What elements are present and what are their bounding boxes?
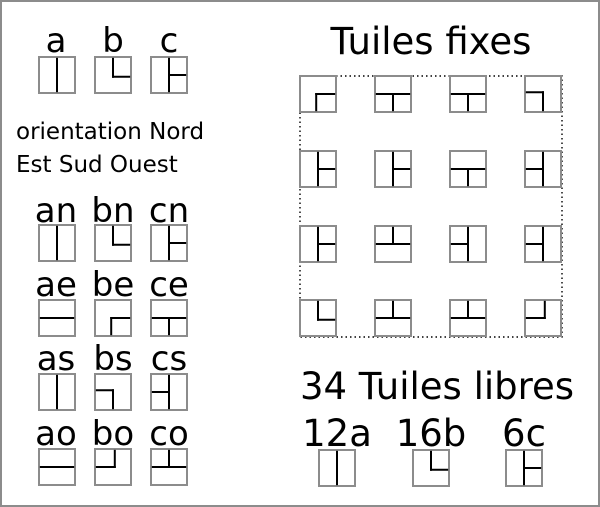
tile-path [450,168,486,187]
fixed-tile-r4-c1 [299,299,337,337]
label-co: co [149,414,189,454]
label-ae: ae [35,265,77,305]
tile-path [450,226,469,262]
tile-path [151,449,187,468]
fixed-tile-r3-c3 [449,225,487,263]
label-as: as [37,339,76,379]
fixed-tile-r1-c3 [449,75,487,113]
tile-frame [94,56,132,94]
tile-bo [94,448,132,486]
tile-path [525,300,546,319]
tile-path [110,317,131,336]
tile-path [168,57,187,93]
tile-path [450,300,486,319]
tile-path [317,151,336,187]
tile-co [150,448,188,486]
header-letter-b: b [102,21,124,61]
fixed-tile-r3-c4 [524,225,562,263]
tile-be [94,299,132,337]
tile-path [375,226,411,245]
label-ao: ao [35,414,77,454]
tile-layer [38,56,562,487]
tile-cn [150,224,188,262]
fixed-tile-r1-c4 [524,75,562,113]
label-be: be [92,265,135,305]
free-tile-b [412,449,450,487]
fixed-tile-r4-c3 [449,299,487,337]
free-tile-c [505,449,543,487]
fixed-tile-r4-c2 [374,299,412,337]
tile-path [317,300,336,321]
tile-path [315,93,336,112]
fixed-tile-r4-c4 [524,299,562,337]
fixed-tile-r2-c2 [374,150,412,188]
tile-cs [150,373,188,411]
fixed-tile-r3-c2 [374,225,412,263]
label-bo: bo [92,414,134,454]
header-letter-c: c [160,21,179,61]
tile-path [523,450,542,486]
orientation-line-2: Est Sud Ouest [16,152,178,178]
tile-ae [38,299,76,337]
free-tile-a [318,449,356,487]
free-tiles-title: 34 Tuiles libres [300,365,574,408]
header-tile-b [94,56,132,94]
tile-path [525,91,544,112]
header-letter-a: a [46,21,67,61]
label-bs: bs [93,339,132,379]
tile-path [375,93,411,112]
fixed-board-outline [299,75,563,338]
tile-path [151,317,187,336]
tile-ao [38,448,76,486]
tile-path [430,450,449,471]
tile-path [168,225,187,261]
fixed-tiles-title: Tuiles fixes [330,20,532,63]
tile-an [38,224,76,262]
fixed-tile-r3-c1 [299,225,337,263]
tile-bs [94,373,132,411]
tile-path [112,225,131,246]
tile-path [450,93,486,112]
label-cs: cs [151,339,187,379]
tile-path [375,300,411,319]
free-count-c: 6c [502,412,546,455]
tile-path [525,151,544,187]
header-tile-a [38,56,76,94]
fixed-tile-r1-c1 [299,75,337,113]
tile-as [38,373,76,411]
tile-path [151,374,170,410]
fixed-tile-r2-c1 [299,150,337,188]
tile-path [95,449,116,468]
orientation-line-1: orientation Nord [16,119,204,145]
header-tile-c [150,56,188,94]
tile-path [392,151,411,187]
tile-path [317,226,336,262]
tile-path [112,57,131,78]
tile-bn [94,224,132,262]
fixed-tile-r2-c3 [449,150,487,188]
tile-path [95,389,114,410]
free-count-a: 12a [302,412,372,455]
label-ce: ce [149,265,189,305]
tile-ce [150,299,188,337]
fixed-tile-r1-c2 [374,75,412,113]
free-count-b: 16b [396,412,467,455]
fixed-tile-r2-c4 [524,150,562,188]
tile-path [525,226,544,262]
